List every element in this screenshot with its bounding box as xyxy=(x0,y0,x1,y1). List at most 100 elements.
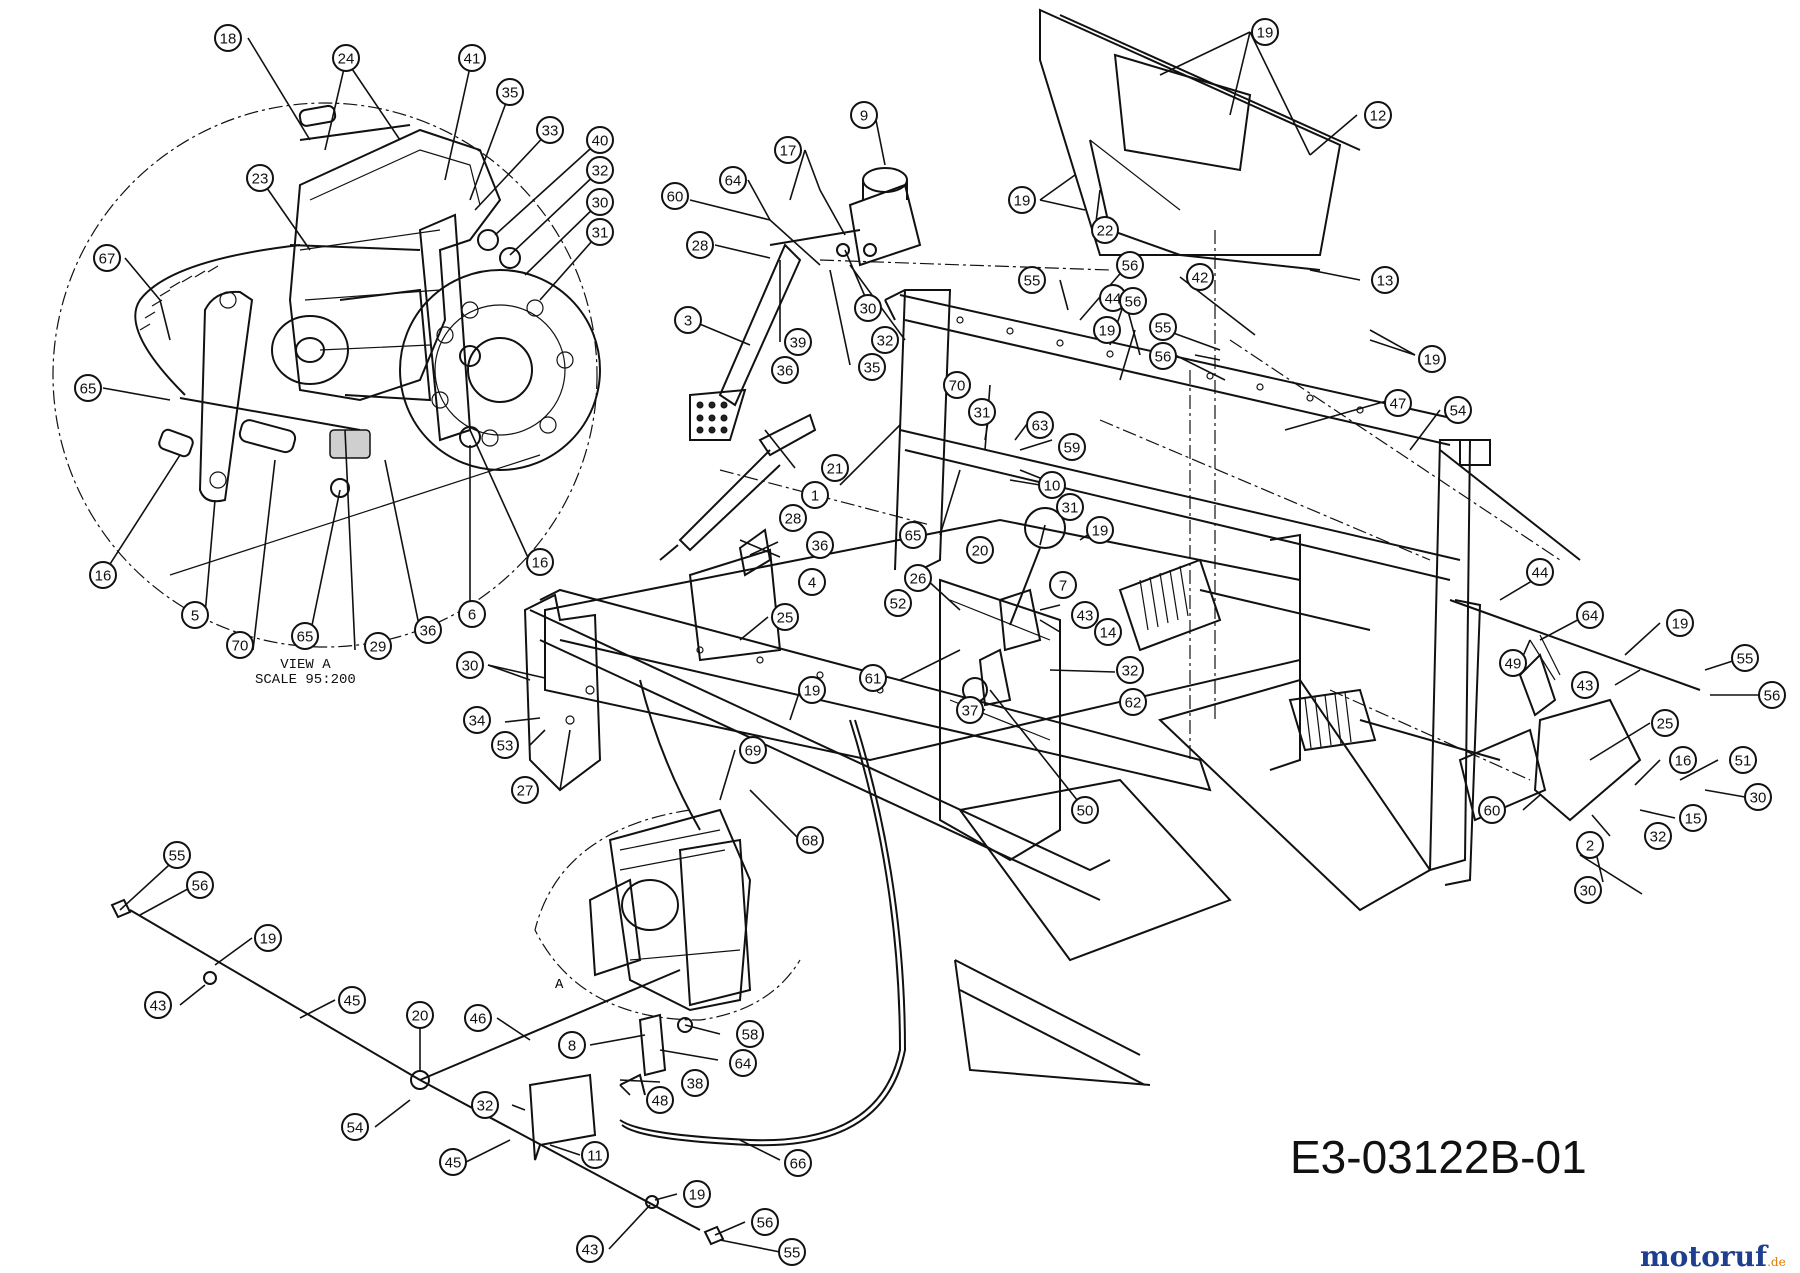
callout-label: 32 xyxy=(1650,829,1667,846)
callout-label: 56 xyxy=(1155,349,1172,366)
callout-label: 60 xyxy=(1484,803,1501,820)
callout-label: 22 xyxy=(1097,223,1114,240)
callout-label: 30 xyxy=(860,301,877,318)
callout-label: 31 xyxy=(592,225,609,242)
callout-64: 64 xyxy=(729,1049,757,1077)
callout-19: 19 xyxy=(1008,186,1036,214)
callout-label: 56 xyxy=(1122,258,1139,275)
callout-53: 53 xyxy=(491,731,519,759)
callout-label: 31 xyxy=(974,405,991,422)
callout-61: 61 xyxy=(859,664,887,692)
callout-36: 36 xyxy=(771,356,799,384)
callout-28: 28 xyxy=(686,231,714,259)
callout-43: 43 xyxy=(144,991,172,1019)
callout-38: 38 xyxy=(681,1069,709,1097)
callout-49: 49 xyxy=(1499,649,1527,677)
callout-label: 19 xyxy=(1672,616,1689,633)
callout-label: 14 xyxy=(1100,625,1117,642)
callout-45: 45 xyxy=(439,1148,467,1176)
callout-label: 24 xyxy=(338,51,355,68)
callout-label: 49 xyxy=(1505,656,1522,673)
callout-label: 28 xyxy=(692,238,709,255)
callout-label: 30 xyxy=(592,195,609,212)
callout-30: 30 xyxy=(456,651,484,679)
callout-32: 32 xyxy=(1116,656,1144,684)
callout-label: 55 xyxy=(1024,273,1041,290)
callout-label: 4 xyxy=(808,575,816,592)
leader-lines xyxy=(102,31,1770,1253)
callout-32: 32 xyxy=(871,326,899,354)
callout-label: 15 xyxy=(1685,811,1702,828)
callout-label: 54 xyxy=(347,1120,364,1137)
callout-63: 63 xyxy=(1026,411,1054,439)
callout-label: 29 xyxy=(370,639,387,656)
brake-bracket-right xyxy=(1458,634,1642,822)
callout-label: 8 xyxy=(568,1038,576,1055)
callout-5: 5 xyxy=(181,601,209,629)
callout-label: 45 xyxy=(344,993,361,1010)
callout-58: 58 xyxy=(736,1020,764,1048)
callout-11: 11 xyxy=(581,1141,609,1169)
callout-label: 60 xyxy=(667,189,684,206)
callout-42: 42 xyxy=(1186,263,1214,291)
callout-label: 67 xyxy=(99,251,116,268)
callout-55: 55 xyxy=(778,1238,806,1266)
callout-30: 30 xyxy=(1744,783,1772,811)
callout-label: 32 xyxy=(1122,663,1139,680)
callout-label: 42 xyxy=(1192,270,1209,287)
callout-label: 36 xyxy=(812,538,829,555)
callout-27: 27 xyxy=(511,776,539,804)
callout-28: 28 xyxy=(779,504,807,532)
master-cylinder xyxy=(769,167,922,267)
callout-label: 65 xyxy=(905,528,922,545)
spring-assemblies xyxy=(1118,558,1501,761)
callout-65: 65 xyxy=(291,622,319,650)
callout-label: 47 xyxy=(1390,396,1407,413)
motoruf-watermark: motoruf.de xyxy=(1640,1240,1786,1273)
callout-35: 35 xyxy=(858,353,886,381)
callout-8: 8 xyxy=(558,1031,586,1059)
callout-label: 30 xyxy=(462,658,479,675)
callout-65: 65 xyxy=(899,521,927,549)
callout-54: 54 xyxy=(1444,396,1472,424)
callout-label: 17 xyxy=(780,143,797,160)
callout-label: 27 xyxy=(517,783,534,800)
callout-label: 13 xyxy=(1377,273,1394,290)
callout-67: 67 xyxy=(93,244,121,272)
callout-label: 19 xyxy=(804,683,821,700)
callout-label: 33 xyxy=(542,123,559,140)
callout-label: 44 xyxy=(1532,565,1549,582)
callout-label: 10 xyxy=(1044,478,1061,495)
callout-9: 9 xyxy=(850,101,878,129)
view-a-caption: VIEW A SCALE 95:200 xyxy=(255,658,356,688)
callout-label: 48 xyxy=(652,1093,669,1110)
callout-label: 55 xyxy=(784,1245,801,1262)
callout-label: 26 xyxy=(910,571,927,588)
callout-31: 31 xyxy=(1056,493,1084,521)
callout-3: 3 xyxy=(674,306,702,334)
callout-60: 60 xyxy=(661,182,689,210)
callout-30: 30 xyxy=(586,188,614,216)
callout-label: 38 xyxy=(687,1076,704,1093)
callout-label: 54 xyxy=(1450,403,1467,420)
callout-15: 15 xyxy=(1679,804,1707,832)
callout-label: 55 xyxy=(169,848,186,865)
callout-label: 5 xyxy=(191,608,199,625)
callout-22: 22 xyxy=(1091,216,1119,244)
callout-label: 20 xyxy=(412,1008,429,1025)
watermark-main: motoruf xyxy=(1640,1240,1768,1273)
callout-label: 70 xyxy=(949,378,966,395)
callout-label: 62 xyxy=(1125,695,1142,712)
callout-44: 44 xyxy=(1526,558,1554,586)
watermark-tld: .de xyxy=(1767,1255,1786,1269)
callout-19: 19 xyxy=(1666,609,1694,637)
park-brake-handle xyxy=(659,413,817,577)
callout-56: 56 xyxy=(1758,681,1786,709)
drawing-number: E3-03122B-01 xyxy=(1290,1131,1587,1183)
callout-35: 35 xyxy=(496,78,524,106)
callout-18: 18 xyxy=(214,24,242,52)
callout-70: 70 xyxy=(226,631,254,659)
callout-label: 69 xyxy=(745,743,762,760)
callout-6: 6 xyxy=(458,600,486,628)
callout-36: 36 xyxy=(806,531,834,559)
